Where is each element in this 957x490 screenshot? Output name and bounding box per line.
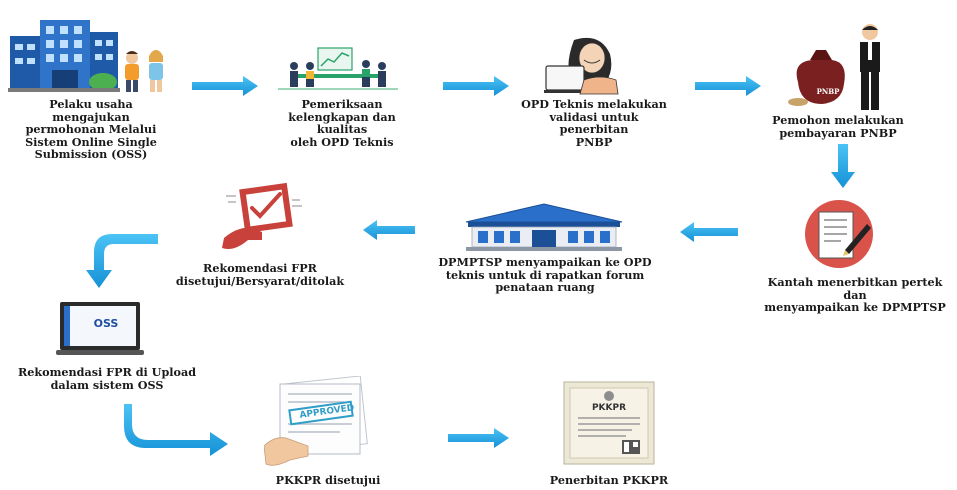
arrow-1-to-2 (192, 76, 258, 96)
step-10-label: Penerbitan PKKPR (549, 473, 669, 487)
step-6-label: DPMPTSP menyampaikan ke OPD teknis untuk… (438, 255, 652, 294)
approved-document-icon (264, 376, 368, 466)
step-9-label: PKKPR disetujui (275, 473, 381, 487)
oss-laptop-icon (56, 302, 144, 355)
step-4-label: Pemohon melakukan pembayaran PNBP (772, 113, 904, 140)
certificate-title-text: PKKPR (591, 403, 627, 413)
step-2-label: Pemeriksaan kelengkapan dan kualitas ole… (288, 97, 396, 149)
step-7-label: Rekomendasi FPR disetujui/Bersyarat/dito… (175, 261, 345, 288)
arrow-2-to-3 (443, 76, 509, 96)
document-signing-icon (805, 200, 873, 268)
step-5-label: Kantah menerbitkan pertek dan menyampaik… (764, 275, 946, 314)
step-3-label: OPD Teknis melakukan validasi untuk pene… (521, 97, 667, 149)
officer-laptop-icon (544, 37, 619, 95)
checklist-hand-icon (222, 182, 302, 249)
arrow-5-to-6 (680, 222, 738, 242)
arrow-4-to-5 (831, 144, 855, 188)
team-review-icon (278, 47, 398, 90)
arrow-7-to-8 (86, 234, 158, 288)
oss-logo-text: OSS (93, 317, 119, 330)
arrow-9-to-10 (448, 428, 509, 448)
office-building-people-icon (8, 20, 163, 92)
arrow-3-to-4 (695, 76, 761, 96)
payment-pnbp-icon (788, 24, 880, 110)
government-building-icon (465, 203, 623, 251)
step-1-label: Pelaku usaha mengajukan permohonan Melal… (25, 97, 157, 161)
step-8-label: Rekomendasi FPR di Upload dalam sistem O… (17, 365, 197, 392)
pkkpr-certificate-icon (563, 381, 655, 465)
arrow-6-to-7 (363, 220, 415, 240)
arrow-8-to-9 (124, 404, 228, 456)
pnbp-bag-label: PNBP (816, 87, 840, 96)
